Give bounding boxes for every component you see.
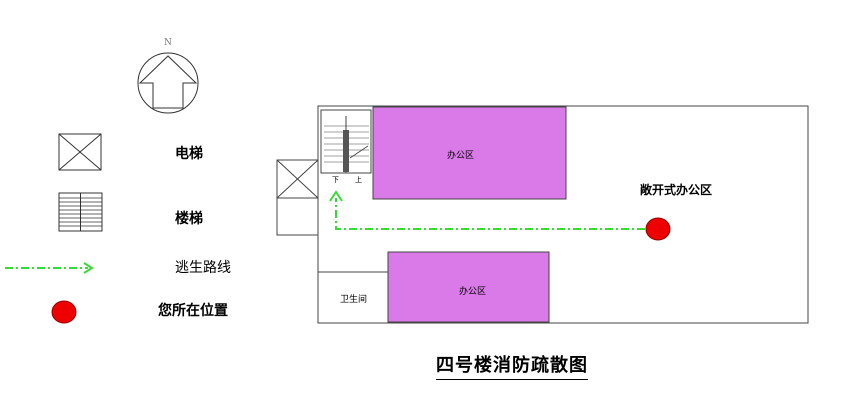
plan-elevator-icon [276,159,319,236]
stairs-down-mark: 下 [332,176,339,184]
plan-stairs-icon [320,109,372,174]
compass-icon [137,52,199,114]
stairs-legend-label: 楼梯 [175,211,203,227]
escape-route-path [329,190,645,230]
office-bottom-area [387,251,550,323]
office-bottom-label: 办公区 [459,287,487,297]
route-legend-label: 逃生路线 [175,260,231,276]
restroom-area [317,271,389,324]
open-office-label: 敞开式办公区 [640,183,713,197]
restroom-label: 卫生间 [340,295,368,305]
elevator-legend-icon [58,133,102,171]
location-legend-marker [51,300,77,324]
page-title: 四号楼消防疏散图 [436,351,588,380]
office-top-label: 办公区 [447,151,475,161]
compass-north-label: N [164,38,172,48]
stairs-up-mark: 上 [355,176,362,184]
stairs-legend-icon [58,192,103,232]
location-legend-label: 您所在位置 [158,303,228,319]
elevator-legend-label: 电梯 [175,146,203,162]
office-top-area [372,106,567,200]
route-legend-line [5,262,94,274]
you-are-here-marker [645,217,671,241]
